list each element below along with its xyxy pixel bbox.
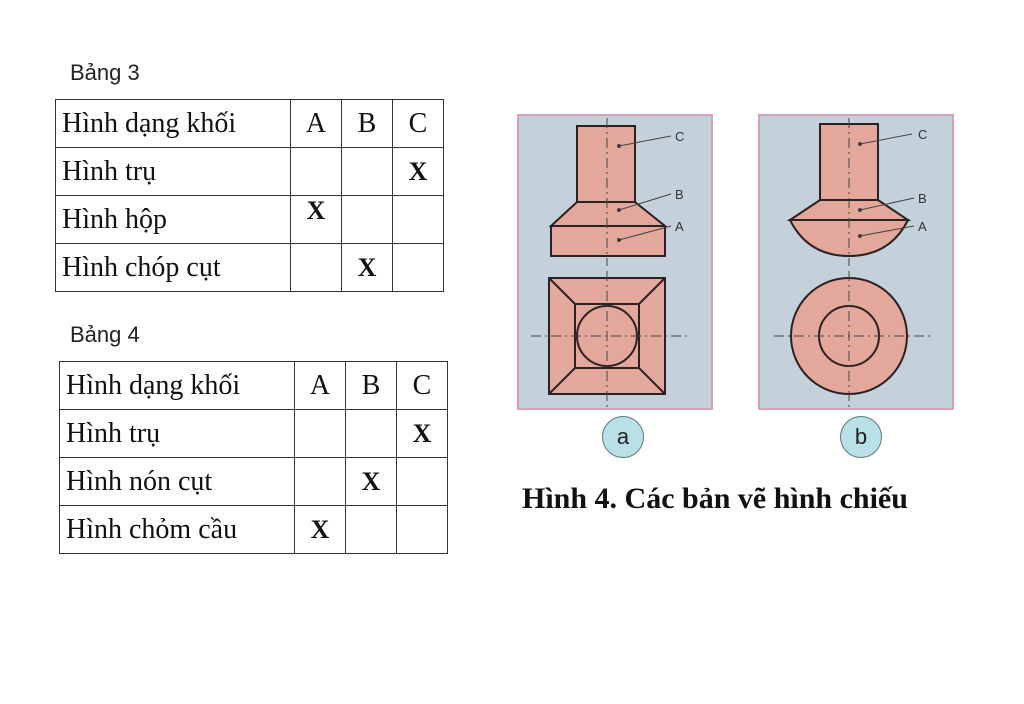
table-cell: Hình trụ (55, 147, 291, 196)
table-cell: Hình hộp (55, 195, 291, 244)
projection-drawing-b: C B A (758, 114, 954, 410)
box-front-view (550, 225, 666, 257)
table-header-cell: C (392, 99, 444, 148)
table-cell: X (341, 243, 393, 292)
table-cell: Hình nón cụt (59, 457, 295, 506)
table-cell: X (396, 409, 448, 458)
projection-drawing-a-svg: C B A (531, 118, 691, 408)
table-cell: X (294, 505, 346, 554)
label-a: A (918, 219, 927, 234)
table-cell (396, 505, 448, 554)
label-b: B (918, 191, 927, 206)
table-row: Hình chỏm cầu X (59, 505, 448, 554)
table-cell (341, 147, 393, 196)
frustum-front-view (548, 201, 668, 227)
table-cell (392, 195, 444, 244)
table3-caption: Bảng 3 (70, 60, 140, 85)
table-cell (345, 409, 397, 458)
table-row: Hình trụ X (55, 147, 444, 196)
table-row: Hình nón cụt X (59, 457, 448, 506)
table-cell (294, 457, 346, 506)
projection-drawing-b-svg: C B A (774, 118, 934, 408)
label-b: B (675, 187, 684, 202)
table-cell (294, 409, 346, 458)
figure-caption: Hình 4. Các bản vẽ hình chiếu (522, 482, 908, 515)
table-cell (345, 505, 397, 554)
table-header-cell: B (341, 99, 393, 148)
badge-b: b (840, 416, 882, 458)
table-row: Hình chóp cụt X (55, 243, 444, 292)
table-row: Hình trụ X (59, 409, 448, 458)
table-cell: Hình chóp cụt (55, 243, 291, 292)
table-cell (290, 147, 342, 196)
table-cell: Hình trụ (59, 409, 295, 458)
table-header-cell: Hình dạng khối (55, 99, 291, 148)
table-row: Hình dạng khối A B C (59, 361, 448, 410)
projection-drawing-a: C B A (517, 114, 713, 410)
table3: Hình dạng khối A B C Hình trụ X Hình hộp… (55, 99, 444, 292)
label-c: C (675, 129, 684, 144)
table-cell (341, 195, 393, 244)
label-a: A (675, 219, 684, 234)
table-header-cell: A (290, 99, 342, 148)
table-header-cell: B (345, 361, 397, 410)
table-cell: Hình chỏm cầu (59, 505, 295, 554)
table4-caption: Bảng 4 (70, 322, 140, 347)
table-header-cell: Hình dạng khối (59, 361, 295, 410)
table-cell (396, 457, 448, 506)
badge-a: a (602, 416, 644, 458)
table-cell: X (345, 457, 397, 506)
table-header-cell: C (396, 361, 448, 410)
table-header-cell: A (294, 361, 346, 410)
table4: Hình dạng khối A B C Hình trụ X Hình nón… (59, 361, 448, 554)
table-cell: X (392, 147, 444, 196)
table-cell: X (290, 195, 342, 244)
cylinder-front-view (576, 125, 636, 203)
table-row: Hình dạng khối A B C (55, 99, 444, 148)
table-row: Hình hộp X (55, 195, 444, 244)
table-cell (290, 243, 342, 292)
table-cell (392, 243, 444, 292)
label-c: C (918, 127, 927, 142)
